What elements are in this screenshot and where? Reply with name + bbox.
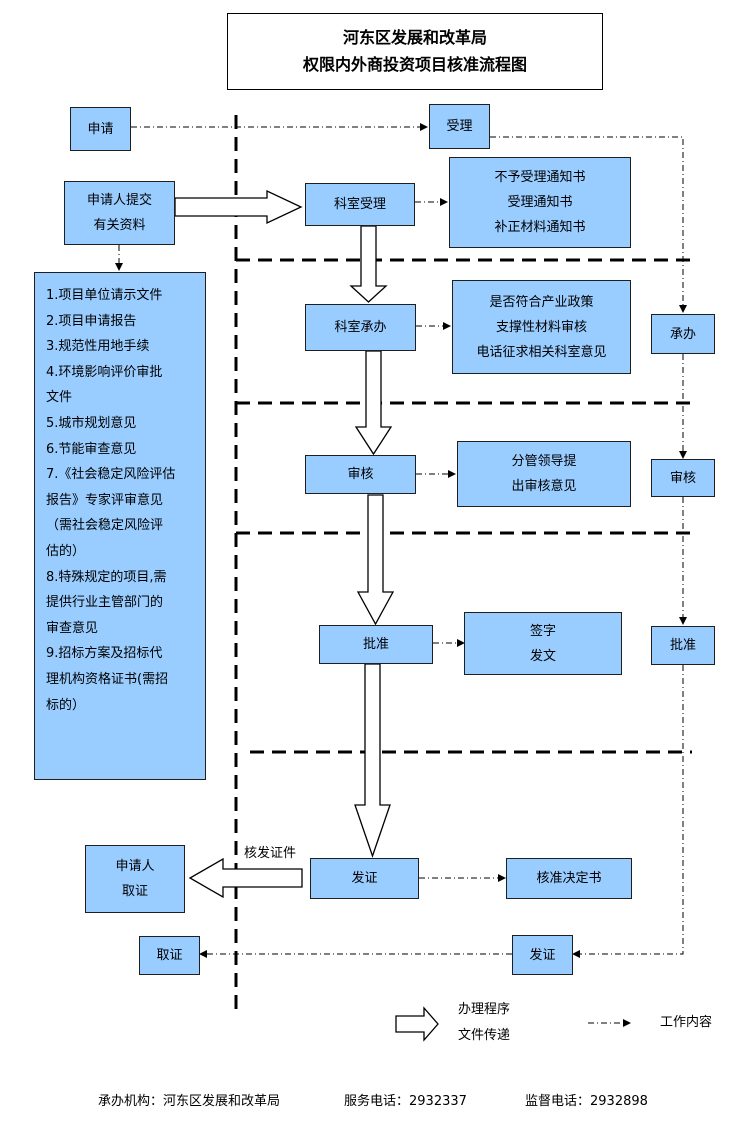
- box-notices: 不予受理通知书 受理通知书 补正材料通知书: [449, 157, 631, 248]
- box-get-cert: 取证: [139, 936, 200, 975]
- doc-item: 6.节能审查意见: [46, 441, 137, 457]
- box-dept-accept: 科室受理: [305, 183, 415, 226]
- legend-work: 工作内容: [660, 1015, 713, 1030]
- box-apply: 申请: [70, 107, 131, 151]
- doc-item: 2.项目申请报告: [46, 313, 137, 329]
- box-submit-materials: 申请人提交 有关资料: [64, 181, 175, 245]
- doc-item: 理机构资格证书(需招: [46, 671, 169, 687]
- box-issue: 发证: [310, 858, 419, 899]
- box-approve: 批准: [319, 625, 433, 664]
- doc-item: 1.项目单位请示文件: [46, 288, 163, 303]
- footer-supervise-phone: 监督电话：2932898: [525, 1094, 648, 1109]
- box-sign: 签字 发文: [464, 612, 622, 675]
- block-arrow-1: [349, 225, 388, 303]
- doc-item: 报告》专家评审意见: [46, 492, 164, 508]
- box-applicant-get: 申请人 取证: [85, 845, 185, 913]
- legend-process: 办理程序: [458, 1002, 511, 1017]
- title-line-1: 河东区发展和改革局: [342, 28, 487, 47]
- doc-item: （需社会稳定风险评: [46, 518, 164, 534]
- footer-org: 承办机构：河东区发展和改革局: [98, 1094, 281, 1109]
- box-review: 审核: [305, 455, 416, 494]
- doc-item: 5.城市规划意见: [46, 415, 137, 431]
- doc-item: 9.招标方案及招标代: [46, 646, 163, 662]
- doc-item: 7.《社会稳定风险评估: [46, 467, 176, 483]
- box-decision: 核准决定书: [506, 858, 632, 899]
- block-arrow-3: [356, 494, 395, 626]
- legend-block-arrow: [395, 1006, 439, 1042]
- box-undertake: 承办: [651, 314, 715, 354]
- doc-item: 估的）: [46, 543, 86, 559]
- diagram-title: 河东区发展和改革局 权限内外商投资项目核准流程图: [227, 13, 603, 90]
- doc-item: 文件: [46, 390, 73, 406]
- legend-transfer: 文件传递: [458, 1028, 511, 1043]
- box-dept-handle: 科室承办: [305, 304, 416, 351]
- footer-service-phone: 服务电话：2932337: [344, 1094, 467, 1109]
- right-track-4: [572, 665, 684, 958]
- required-documents-list: 1.项目单位请示文件 2.项目申请报告 3.规范性用地手续 4.环境影响评价审批…: [34, 272, 206, 780]
- box-issue-right: 发证: [512, 935, 573, 975]
- box-approve-right: 批准: [651, 626, 715, 665]
- block-arrow-cert: [188, 857, 303, 899]
- doc-item: 3.规范性用地手续: [46, 339, 150, 355]
- doc-item: 4.环境影响评价审批: [46, 364, 163, 380]
- box-review-right: 审核: [651, 459, 715, 497]
- doc-item: 标的）: [46, 697, 86, 713]
- box-review-content: 分管领导提 出审核意见: [457, 441, 631, 507]
- block-arrow-4: [354, 663, 391, 859]
- block-arrow-submit: [174, 189, 303, 225]
- box-handle-content: 是否符合产业政策 支撑性材料审核 电话征求相关科室意见: [452, 280, 631, 374]
- label-issue-cert: 核发证件: [244, 846, 297, 861]
- doc-item: 8.特殊规定的项目,需: [46, 569, 167, 585]
- box-accept: 受理: [429, 104, 490, 149]
- block-arrow-2: [354, 350, 393, 456]
- doc-item: 提供行业主管部门的: [46, 595, 164, 611]
- doc-item: 审查意见: [46, 620, 99, 636]
- title-line-2: 权限内外商投资项目核准流程图: [302, 55, 527, 74]
